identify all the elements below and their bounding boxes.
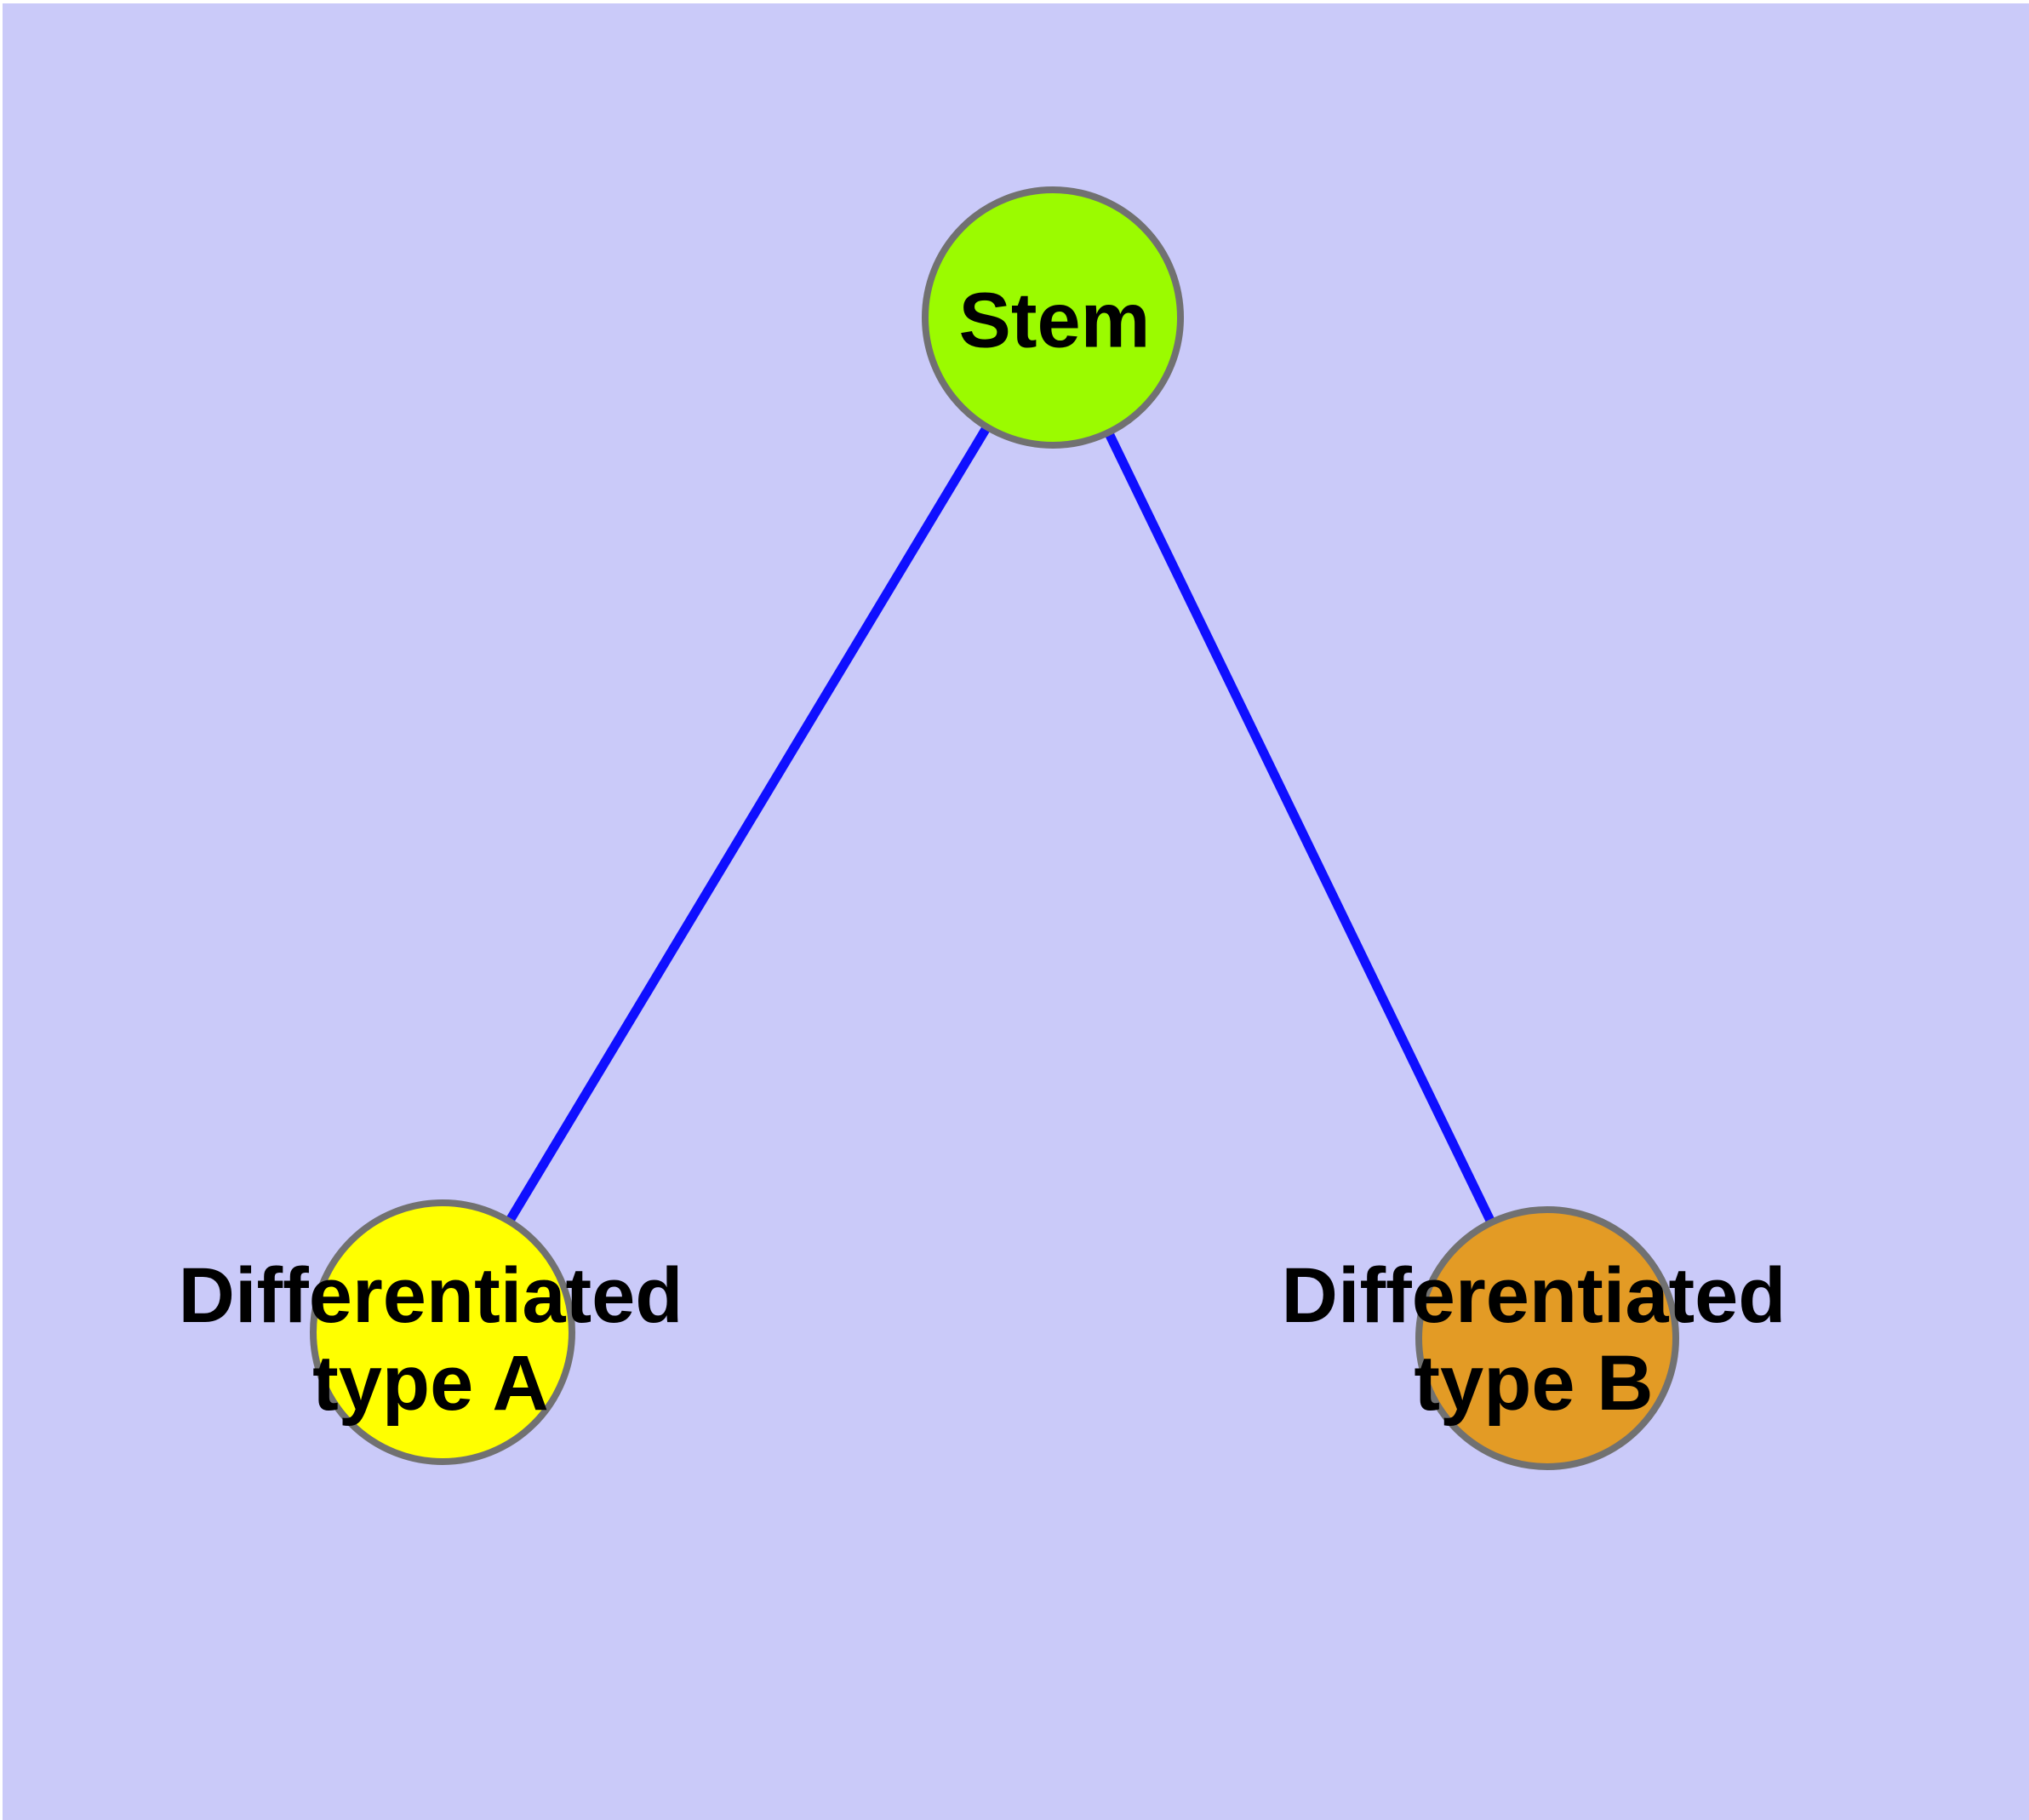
node-stem-circle [922, 186, 1184, 449]
node-label-stem-line: Stem [958, 277, 1151, 364]
edge-stem-to-type-a [438, 315, 1057, 1335]
node-label-stem: Stem [959, 278, 1151, 365]
node-label-type-b: Differentiated type B [1282, 1252, 1786, 1428]
node-type-a-circle [310, 1199, 575, 1465]
edge-stem-to-type-b [1049, 315, 1552, 1341]
node-type-b-circle [1415, 1206, 1679, 1470]
node-label-type-b-line2: type B [1414, 1340, 1654, 1427]
node-label-type-a-line2: type A [312, 1340, 549, 1427]
node-label-type-a-line1: Differentiated [178, 1252, 683, 1339]
node-label-type-a: Differentiated type A [179, 1252, 683, 1428]
node-label-type-b-line1: Differentiated [1281, 1252, 1786, 1339]
